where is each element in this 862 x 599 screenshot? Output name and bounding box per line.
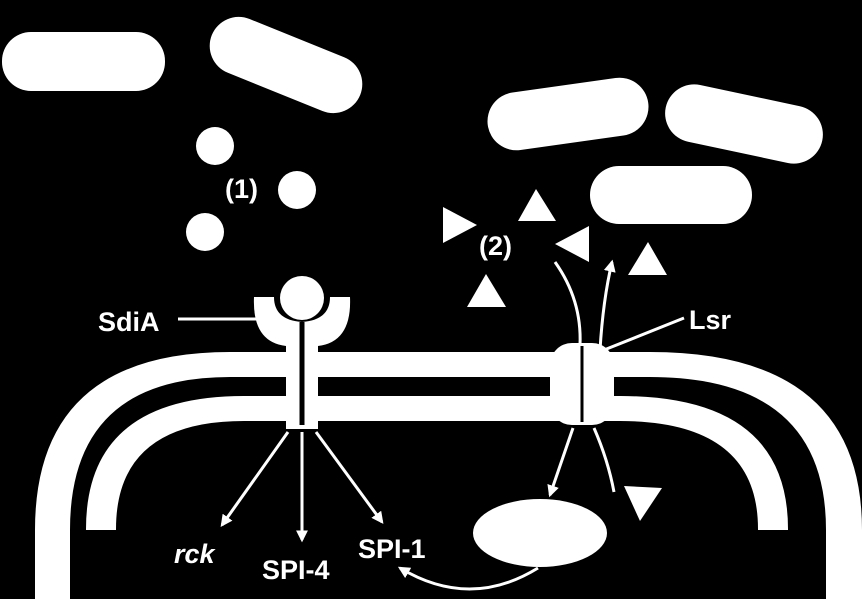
ai2-molecule [555,226,589,262]
ai2-molecule [467,274,506,307]
sdia-receptor [178,276,351,429]
step-1-label: (1) [225,174,258,204]
ahl-molecule [278,171,316,209]
arrow-ai2-in [553,261,582,346]
cytoplasmic-regulator [473,499,607,567]
ahl-molecule [196,127,234,165]
outer-membrane [35,352,862,599]
ahl-bound [280,276,324,320]
bacterium-2 [209,16,363,114]
step-2-label: (2) [479,231,512,261]
ai2-molecule [443,207,477,243]
arrow-to-spi1 [314,431,384,524]
sdia-target-arrows [220,431,384,543]
arrow-lsr-to-inner [592,427,616,493]
cell-envelope [35,352,862,599]
ahl-molecules [186,127,316,251]
sdia-label: SdiA [98,307,160,337]
ai2-molecule [628,242,667,275]
lsr-transporter [547,259,685,498]
arrow-to-rck [220,431,290,527]
arrow-lsr-to-regulator [547,427,575,498]
bacterium-3 [487,77,649,151]
lsr-label: Lsr [689,305,732,335]
inner-membrane [86,396,788,530]
spi1-label: SPI-1 [358,534,426,564]
ai2-molecule [518,189,556,221]
ai2-molecules [443,189,667,521]
ahl-molecule [186,213,224,251]
lsr-leader-line [603,316,685,352]
bacterium-5 [590,166,752,224]
rck-label: rck [174,539,217,569]
arrow-regulator-to-spi1 [397,566,539,591]
arrow-ai2-out [598,259,616,351]
bacteria-group [2,16,823,224]
ai2-molecule [624,486,662,521]
bacterium-4 [665,84,823,164]
bacterium-1 [2,32,165,91]
spi4-label: SPI-4 [262,555,330,585]
